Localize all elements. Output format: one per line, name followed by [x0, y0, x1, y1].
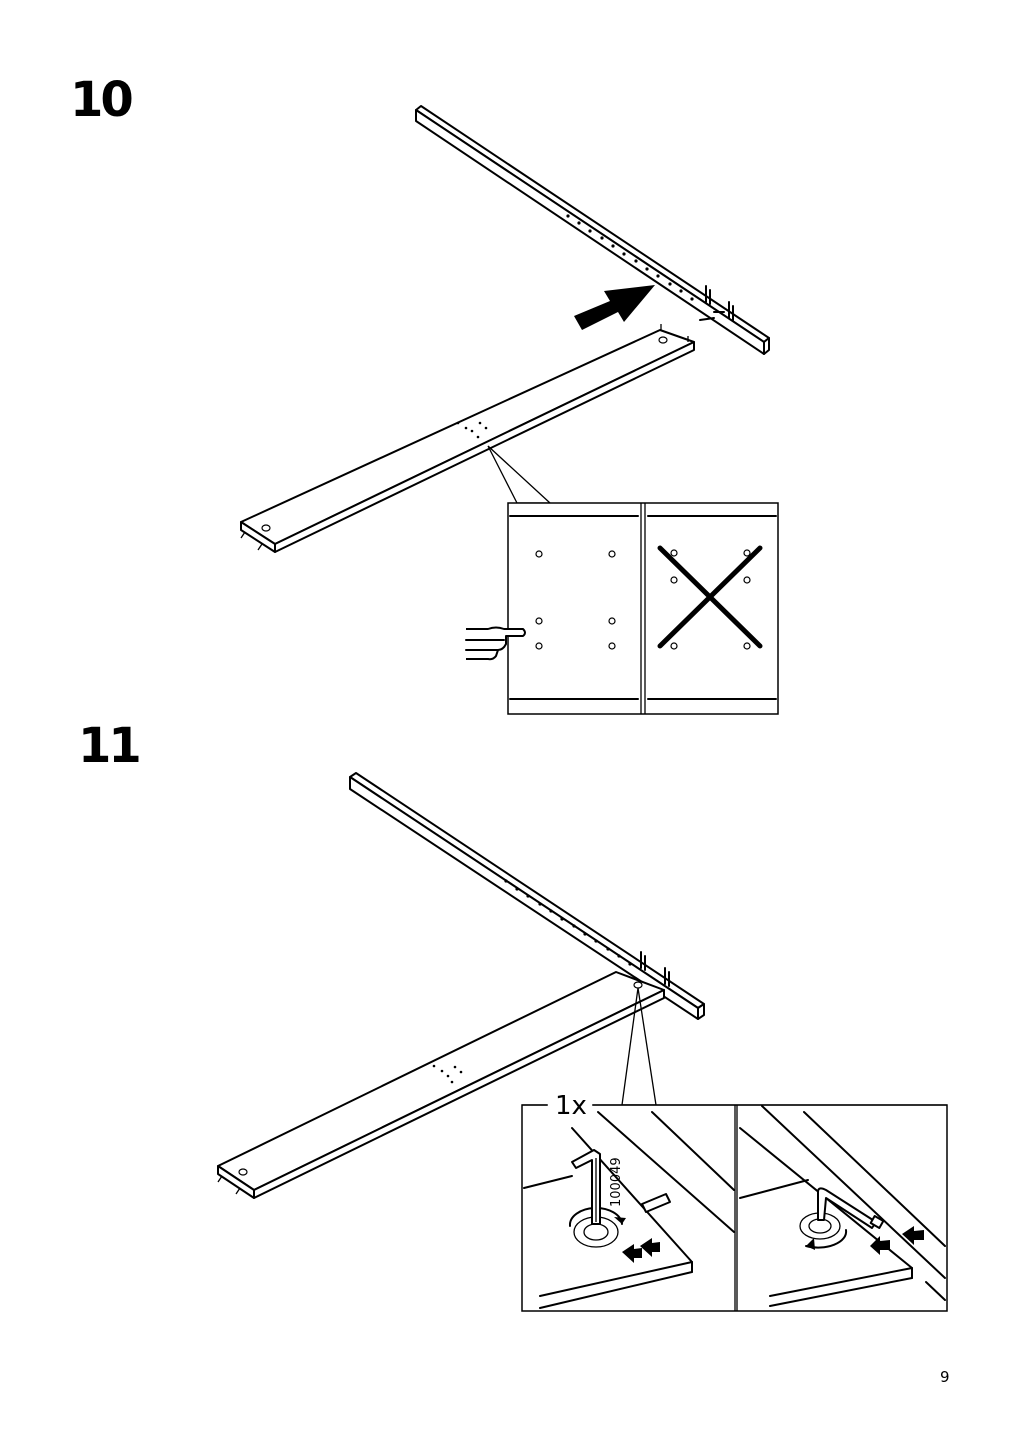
page-number: 9: [940, 1368, 950, 1386]
step10-callout-line: [487, 445, 552, 504]
step10-board: [240, 324, 695, 553]
double-arrow-icon: [622, 1238, 660, 1263]
pointing-hand-icon: [465, 626, 526, 661]
press-arrows-icon: [870, 1226, 924, 1255]
step11-rail: [349, 772, 705, 1020]
right-arrow-icon: [574, 285, 655, 330]
allen-key-icon: [571, 1149, 601, 1225]
quantity-label: 1x: [555, 1091, 587, 1121]
step10-detail-box: [507, 502, 779, 715]
step-number-11: 11: [78, 718, 142, 774]
step10-rail: [415, 105, 770, 355]
step11-detail-box: 1x 100049: [521, 1091, 948, 1312]
step-number-10: 10: [70, 72, 134, 128]
cross-icon: [657, 545, 763, 649]
part-number-label: 100049: [609, 1157, 624, 1207]
step11-board: [217, 971, 665, 1199]
